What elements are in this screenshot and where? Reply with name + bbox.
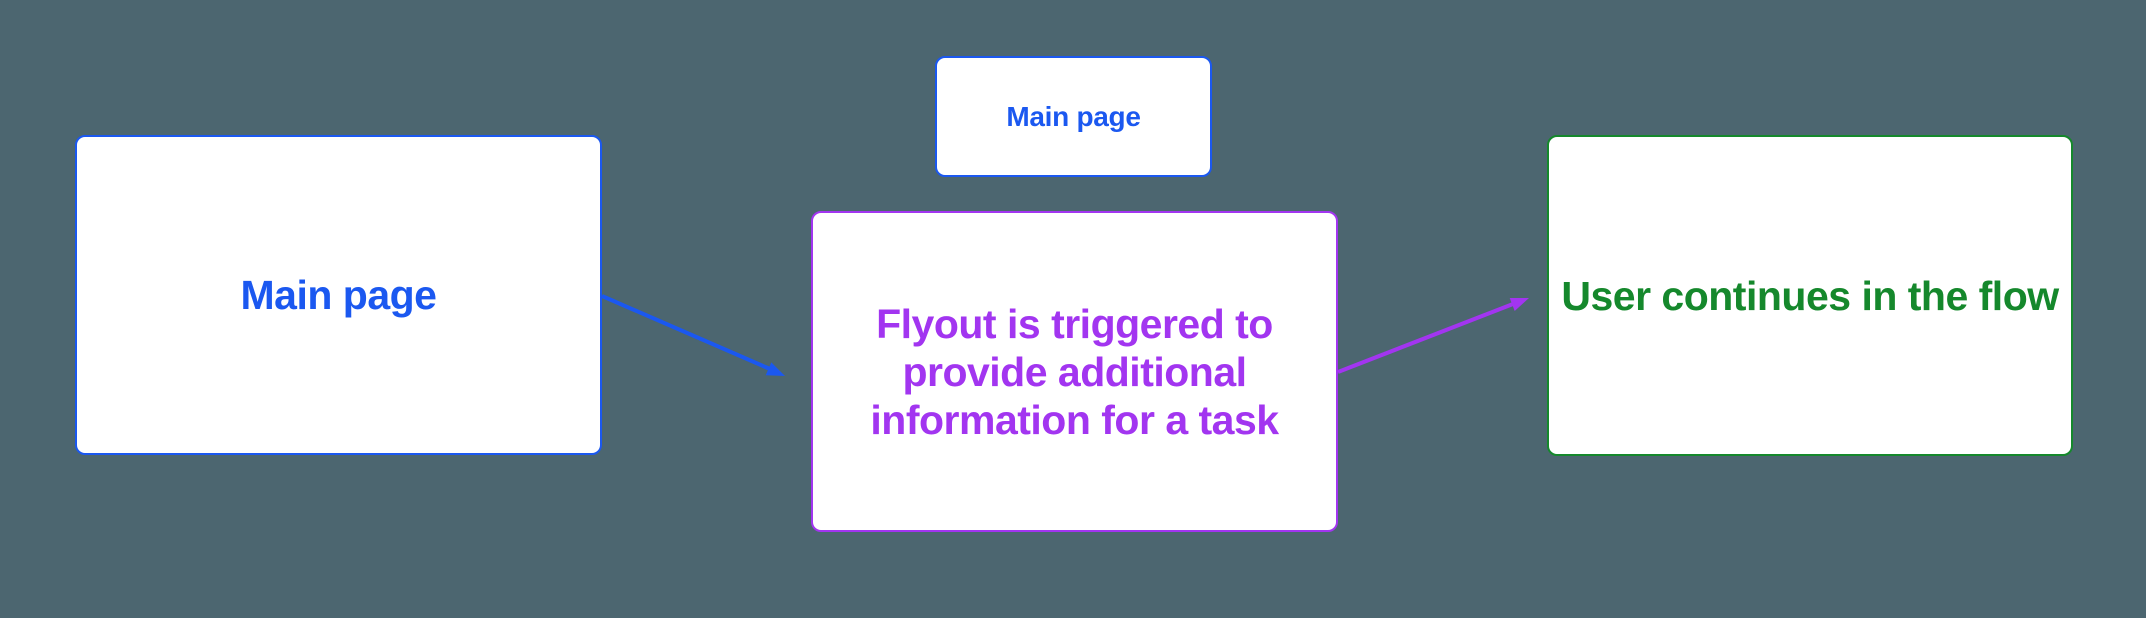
node-main-page-mini[interactable]: Main page — [935, 56, 1212, 177]
node-main-page[interactable]: Main page — [75, 135, 602, 455]
node-flyout-label: Flyout is triggered to provide additiona… — [870, 300, 1279, 444]
node-flyout-label-line-2: provide additional — [902, 348, 1247, 395]
node-user-continues[interactable]: User continues in the flow — [1547, 135, 2073, 456]
node-flyout-label-line-3: information for a task — [870, 396, 1279, 443]
node-main-page-mini-label: Main page — [1006, 100, 1141, 132]
arrow-main-page-to-flyout-head-icon — [765, 362, 785, 376]
node-user-continues-label: User continues in the flow — [1561, 272, 2059, 319]
node-main-page-label: Main page — [240, 272, 437, 318]
arrow-flyout-to-user-continues[interactable] — [1337, 298, 1529, 374]
arrow-flyout-to-user-continues-head-icon — [1509, 298, 1529, 311]
node-flyout[interactable]: Flyout is triggered to provide additiona… — [811, 211, 1338, 532]
arrow-main-page-to-flyout[interactable] — [601, 294, 785, 376]
node-flyout-label-line-1: Flyout is triggered to — [876, 300, 1273, 347]
arrow-flyout-to-user-continues-line — [1337, 302, 1514, 374]
arrow-main-page-to-flyout-line — [601, 294, 771, 371]
